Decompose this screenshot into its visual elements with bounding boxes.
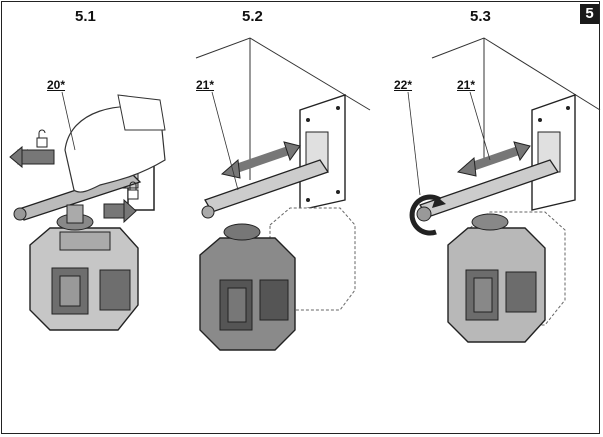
page-number-badge: 5 — [580, 4, 599, 24]
panel-5-3-illustration — [407, 37, 601, 343]
slide-double-arrow — [466, 145, 522, 173]
panel-5-2-illustration — [195, 37, 371, 351]
callout-20: 20* — [47, 78, 66, 92]
slide-left-arrow — [17, 149, 55, 165]
slide-double-arrow — [230, 145, 292, 175]
callout-21-panel2: 21* — [196, 78, 215, 92]
callout-21-panel3: 21* — [457, 78, 476, 92]
panel-5-1-illustration — [9, 91, 166, 331]
laser-level-body — [447, 213, 546, 343]
rotate-knob-arrow — [409, 194, 442, 236]
step-label-5-2: 5.2 — [242, 8, 263, 25]
step-label-5-3: 5.3 — [470, 8, 491, 25]
laser-level-body — [29, 204, 139, 331]
step-label-5-1: 5.1 — [75, 8, 96, 25]
lock-icon — [127, 181, 139, 200]
unlock-icon — [36, 129, 48, 148]
laser-level-body — [199, 223, 296, 351]
ghost-laser-outline — [469, 211, 566, 326]
callout-22: 22* — [394, 78, 413, 92]
